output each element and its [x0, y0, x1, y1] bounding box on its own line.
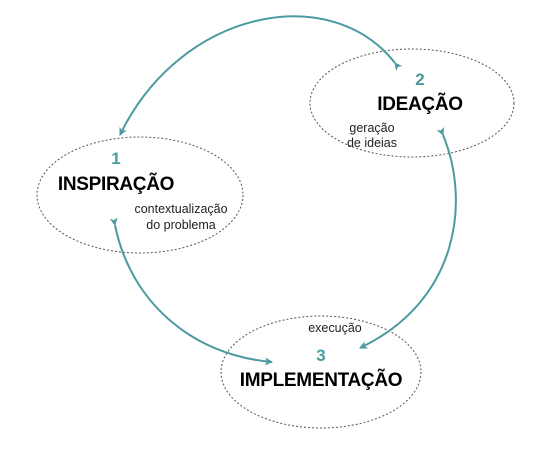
arrow-inspiration-to-implementation: [109, 217, 273, 366]
arrow-ideation-to-inspiration: [119, 15, 403, 136]
stage-3-ellipse: [220, 315, 422, 429]
stage-1-desc-line-2: do problema: [146, 218, 216, 232]
arrow-ideation-to-implementation: [359, 127, 457, 349]
stage-1-number: 1: [111, 149, 120, 168]
stage-2-title: IDEAÇÃO: [377, 93, 463, 115]
stage-2-desc-line-2: de ideias: [347, 136, 397, 150]
stage-2-number: 2: [415, 70, 424, 89]
stage-3-number: 3: [316, 346, 325, 365]
stage-3-desc-line-1: execução: [308, 321, 362, 335]
stage-1-desc-line-1: contextualização: [134, 202, 227, 216]
stage-1-title: INSPIRAÇÃO: [58, 173, 174, 195]
stage-2-desc-line-1: geração: [349, 121, 394, 135]
stage-3-title: IMPLEMENTAÇÃO: [240, 369, 403, 391]
stage-1-ellipse: [36, 136, 244, 254]
